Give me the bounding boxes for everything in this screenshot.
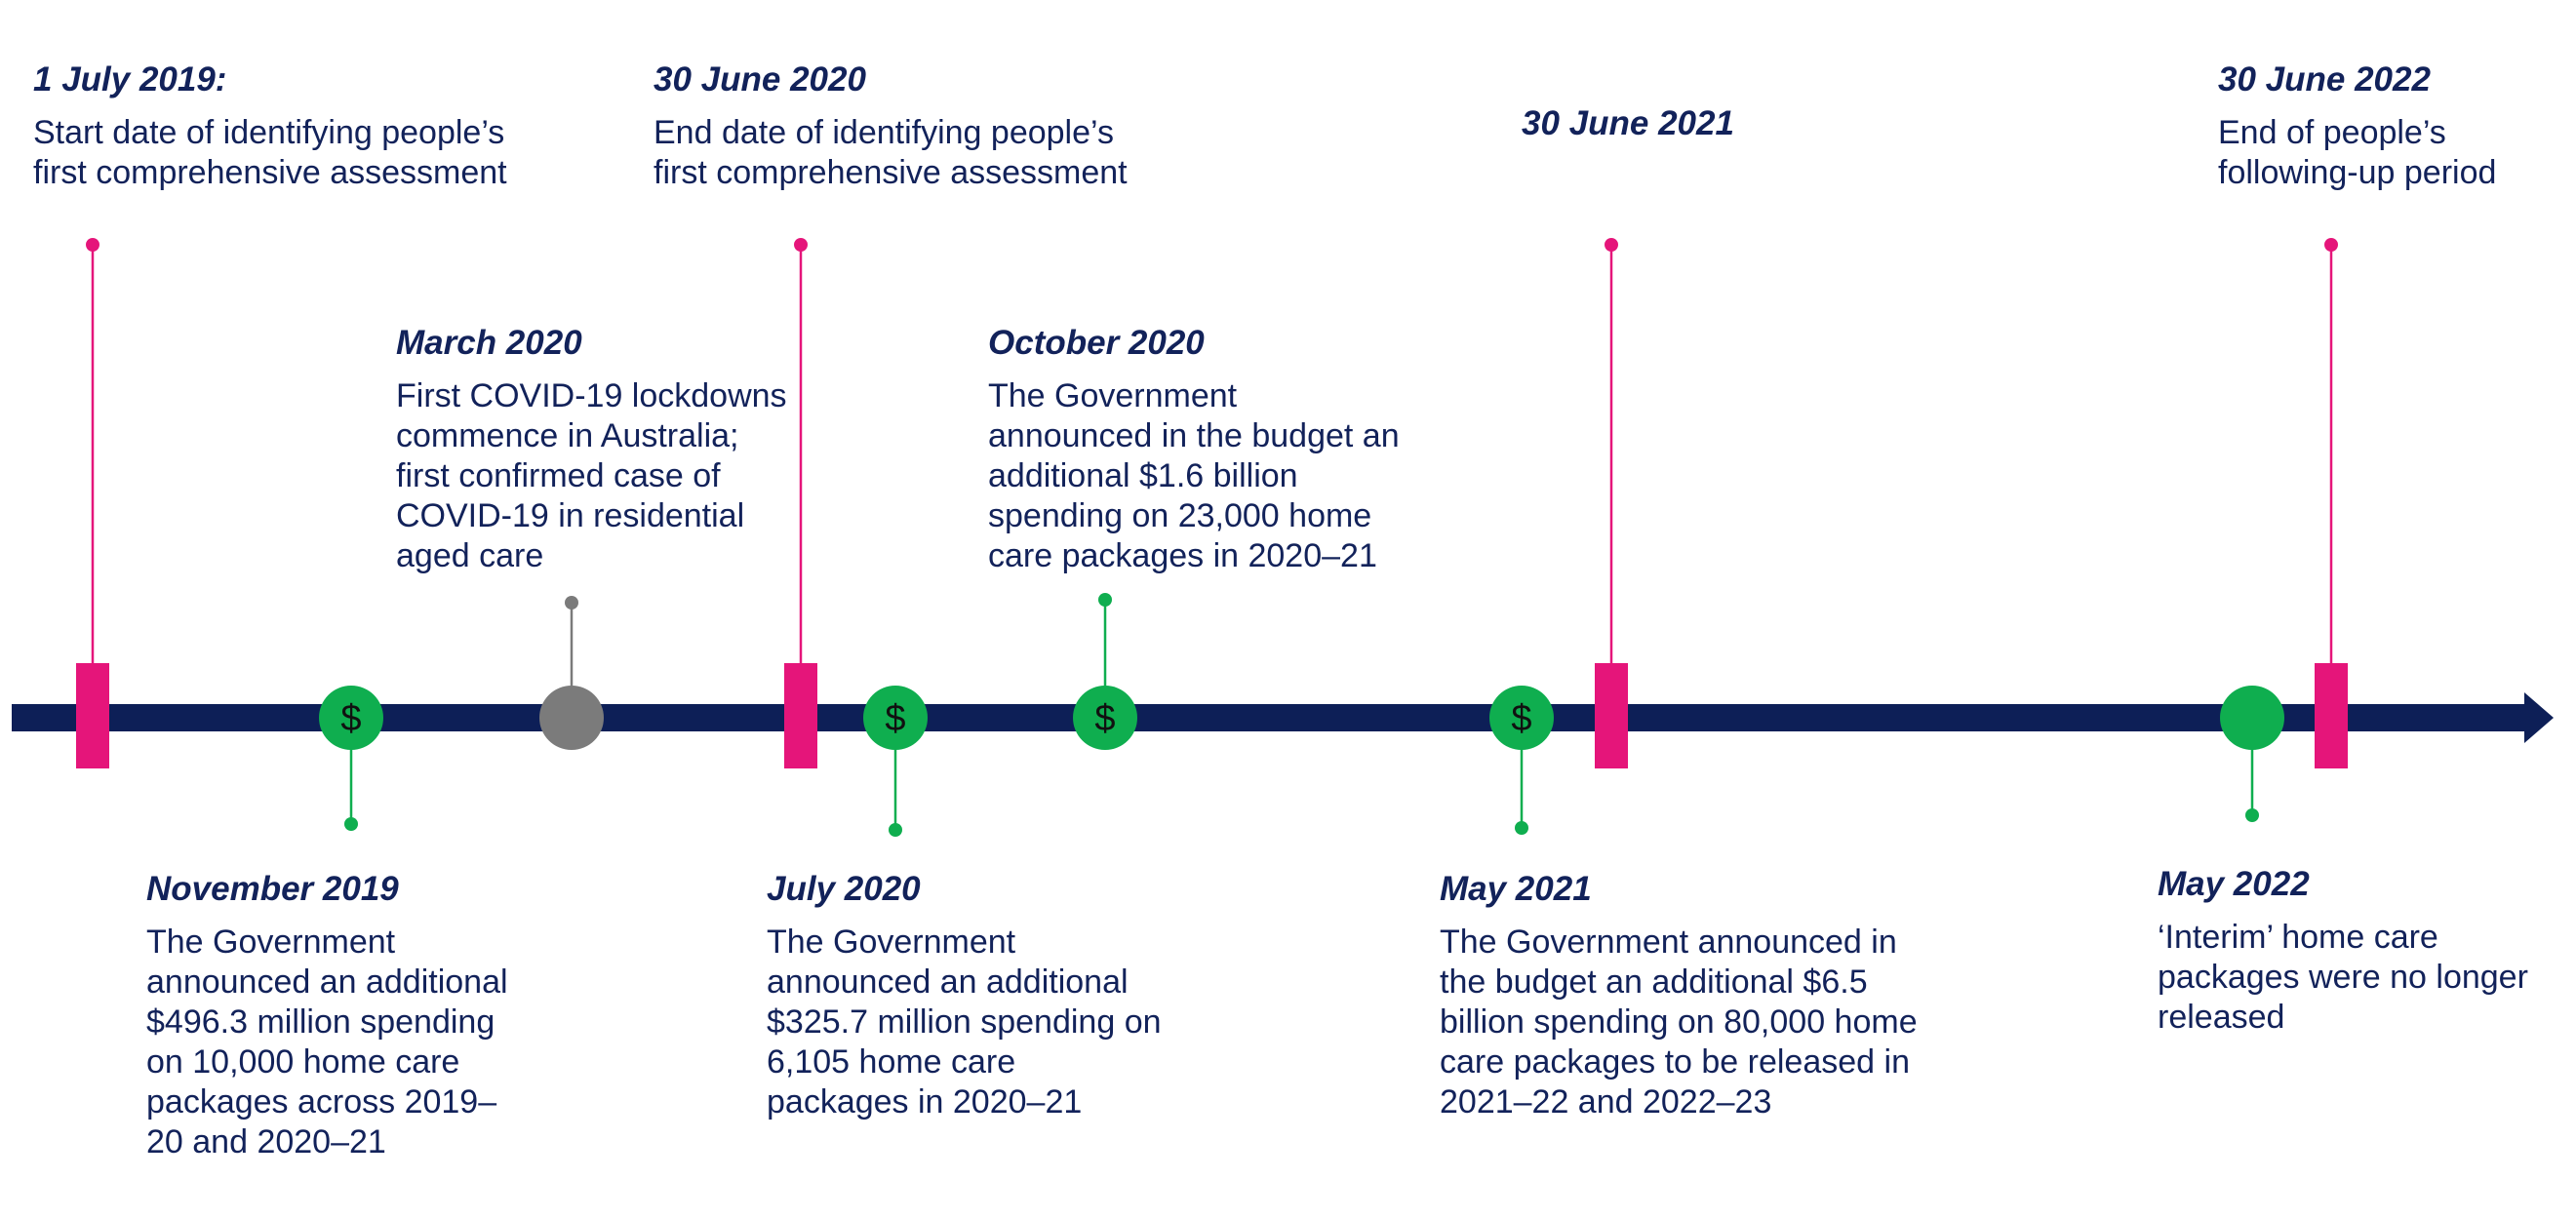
milestone-dot — [1605, 238, 1618, 252]
event-description: ‘Interim’ home care packages were no lon… — [2158, 919, 2528, 1036]
event-date: October 2020 — [988, 324, 1205, 362]
event-dot — [889, 823, 902, 837]
arrow-head-icon — [2524, 692, 2554, 743]
event-marker-e4 — [1073, 686, 1137, 750]
event-description: First COVID-19 lockdowns commence in Aus… — [396, 377, 787, 574]
dollar-icon: $ — [340, 698, 361, 739]
dollar-icon: $ — [1094, 698, 1115, 739]
event-date: November 2019 — [146, 870, 399, 908]
milestone-dot — [86, 238, 99, 252]
event-marker-e3 — [863, 686, 928, 750]
milestone-label-m1: 1 July 2019: Start date of identifying p… — [33, 59, 507, 193]
event-description: The Government announced an additional $… — [146, 924, 508, 1160]
event-description: The Government announced in the budget a… — [1440, 924, 1918, 1121]
event-label-e6: May 2022 ‘Interim’ home care packages we… — [2158, 863, 2528, 1038]
timeline-axis — [12, 704, 2531, 731]
dollar-icon: $ — [1511, 698, 1531, 739]
event-dot — [1515, 821, 1528, 835]
event-date: May 2022 — [2158, 865, 2310, 903]
milestone-date: 30 June 2021 — [1522, 104, 1734, 142]
milestone-marker-m2 — [784, 663, 817, 768]
milestone-date: 30 June 2020 — [654, 60, 866, 98]
milestone-marker-m1 — [76, 663, 109, 768]
event-marker-e5 — [1489, 686, 1554, 750]
milestone-description: End of people’s following-up period — [2218, 114, 2497, 191]
milestone-date: 30 June 2022 — [2218, 60, 2431, 98]
event-description: The Government announced in the budget a… — [988, 377, 1400, 574]
event-dot — [344, 817, 358, 831]
dollar-icon: $ — [885, 698, 905, 739]
milestone-dot — [2324, 238, 2338, 252]
event-dot — [2245, 808, 2259, 822]
milestone-marker-m4 — [2315, 663, 2348, 768]
event-dot — [1098, 593, 1112, 607]
milestone-label-m4: 30 June 2022 End of people’s following-u… — [2218, 59, 2496, 193]
milestone-description: Start date of identifying people’s first… — [33, 114, 507, 191]
milestone-date: 1 July 2019: — [33, 60, 227, 98]
event-label-e5: May 2021 The Government announced in the… — [1440, 868, 1918, 1122]
milestone-label-m2: 30 June 2020 End date of identifying peo… — [654, 59, 1128, 193]
milestone-label-m3: 30 June 2021 — [1522, 102, 1734, 157]
milestone-description: End date of identifying people’s first c… — [654, 114, 1128, 191]
event-marker-e2 — [539, 686, 604, 750]
event-label-e4: October 2020 The Government announced in… — [988, 322, 1400, 576]
event-description: The Government announced an additional $… — [767, 924, 1162, 1121]
event-marker-e1 — [319, 686, 383, 750]
milestone-dot — [794, 238, 808, 252]
event-label-e3: July 2020 The Government announced an ad… — [767, 868, 1162, 1122]
milestone-marker-m3 — [1595, 663, 1628, 768]
event-label-e1: November 2019 The Government announced a… — [146, 868, 508, 1162]
event-label-e2: March 2020 First COVID-19 lockdowns comm… — [396, 322, 787, 576]
event-date: May 2021 — [1440, 870, 1592, 908]
event-date: July 2020 — [767, 870, 921, 908]
event-date: March 2020 — [396, 324, 582, 362]
event-dot — [565, 596, 578, 610]
event-marker-e6 — [2220, 686, 2284, 750]
